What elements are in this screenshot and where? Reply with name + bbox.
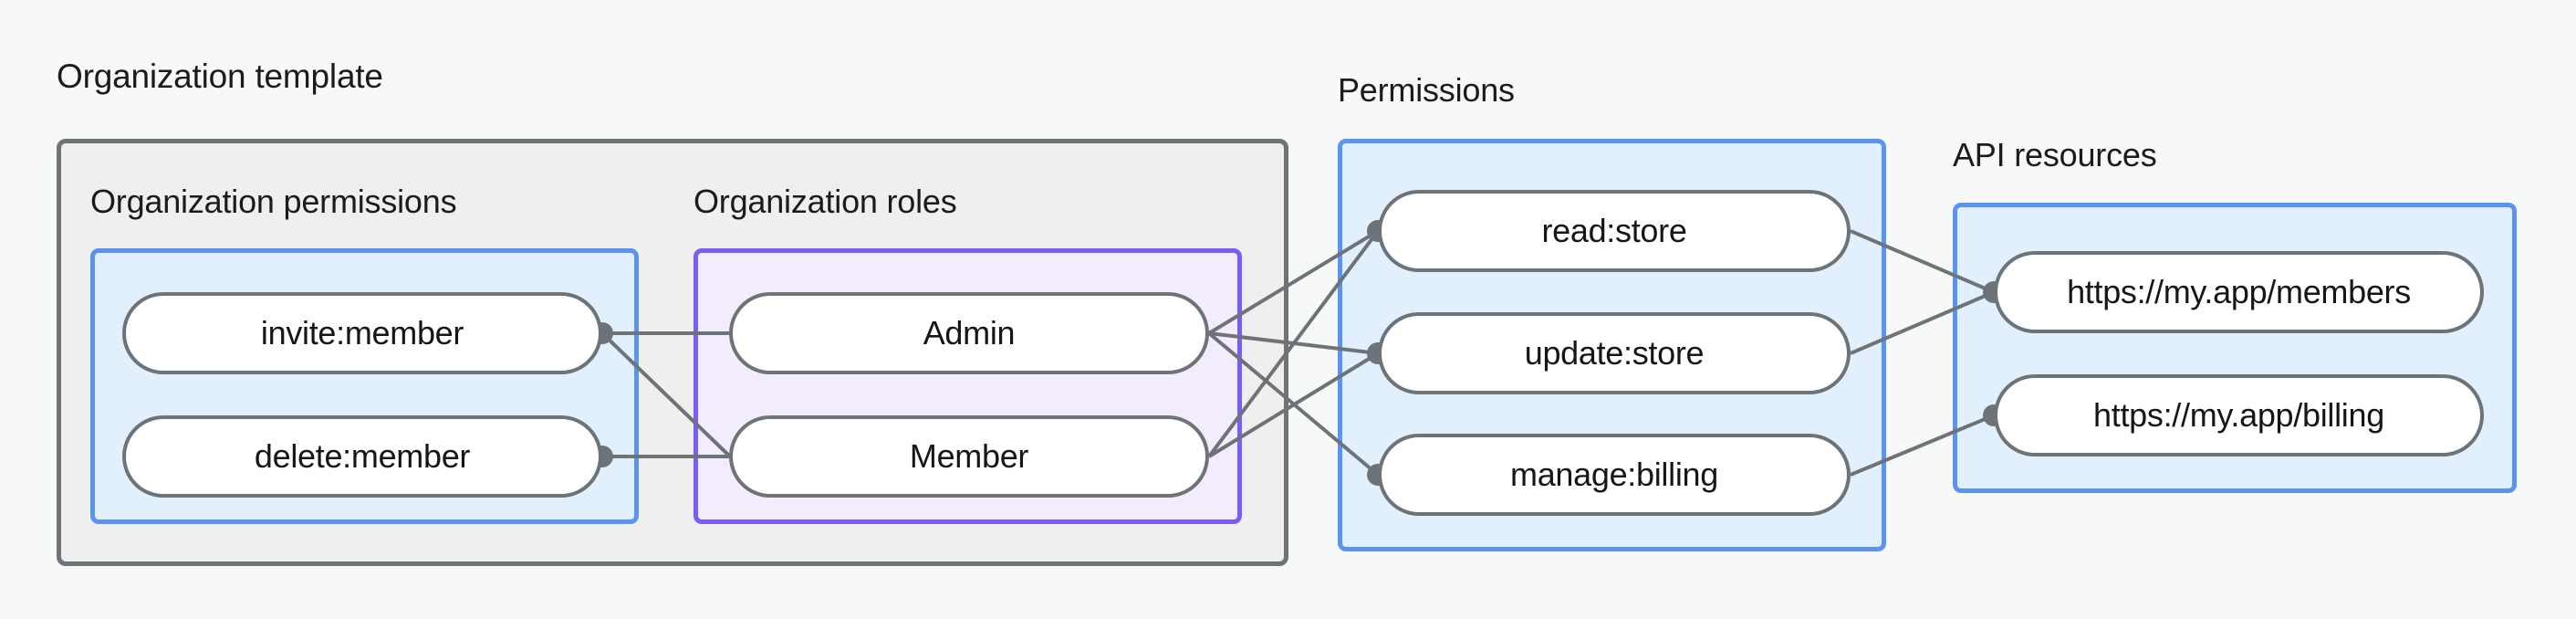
node-manage-billing[interactable]: manage:billing — [1378, 434, 1851, 516]
node-invite-member[interactable]: invite:member — [122, 292, 602, 374]
organization-permissions-title: Organization permissions — [90, 183, 457, 220]
organization-template-title: Organization template — [57, 58, 383, 95]
api-resources-title: API resources — [1953, 136, 2157, 173]
node-member[interactable]: Member — [729, 415, 1209, 498]
organization-roles-title: Organization roles — [694, 183, 957, 220]
permissions-title: Permissions — [1338, 71, 1515, 109]
node-delete-member[interactable]: delete:member — [122, 415, 602, 498]
node-read-store[interactable]: read:store — [1378, 190, 1851, 272]
node-admin[interactable]: Admin — [729, 292, 1209, 374]
node-api-billing[interactable]: https://my.app/billing — [1994, 374, 2484, 456]
node-update-store[interactable]: update:store — [1378, 312, 1851, 394]
node-api-members[interactable]: https://my.app/members — [1994, 251, 2484, 333]
